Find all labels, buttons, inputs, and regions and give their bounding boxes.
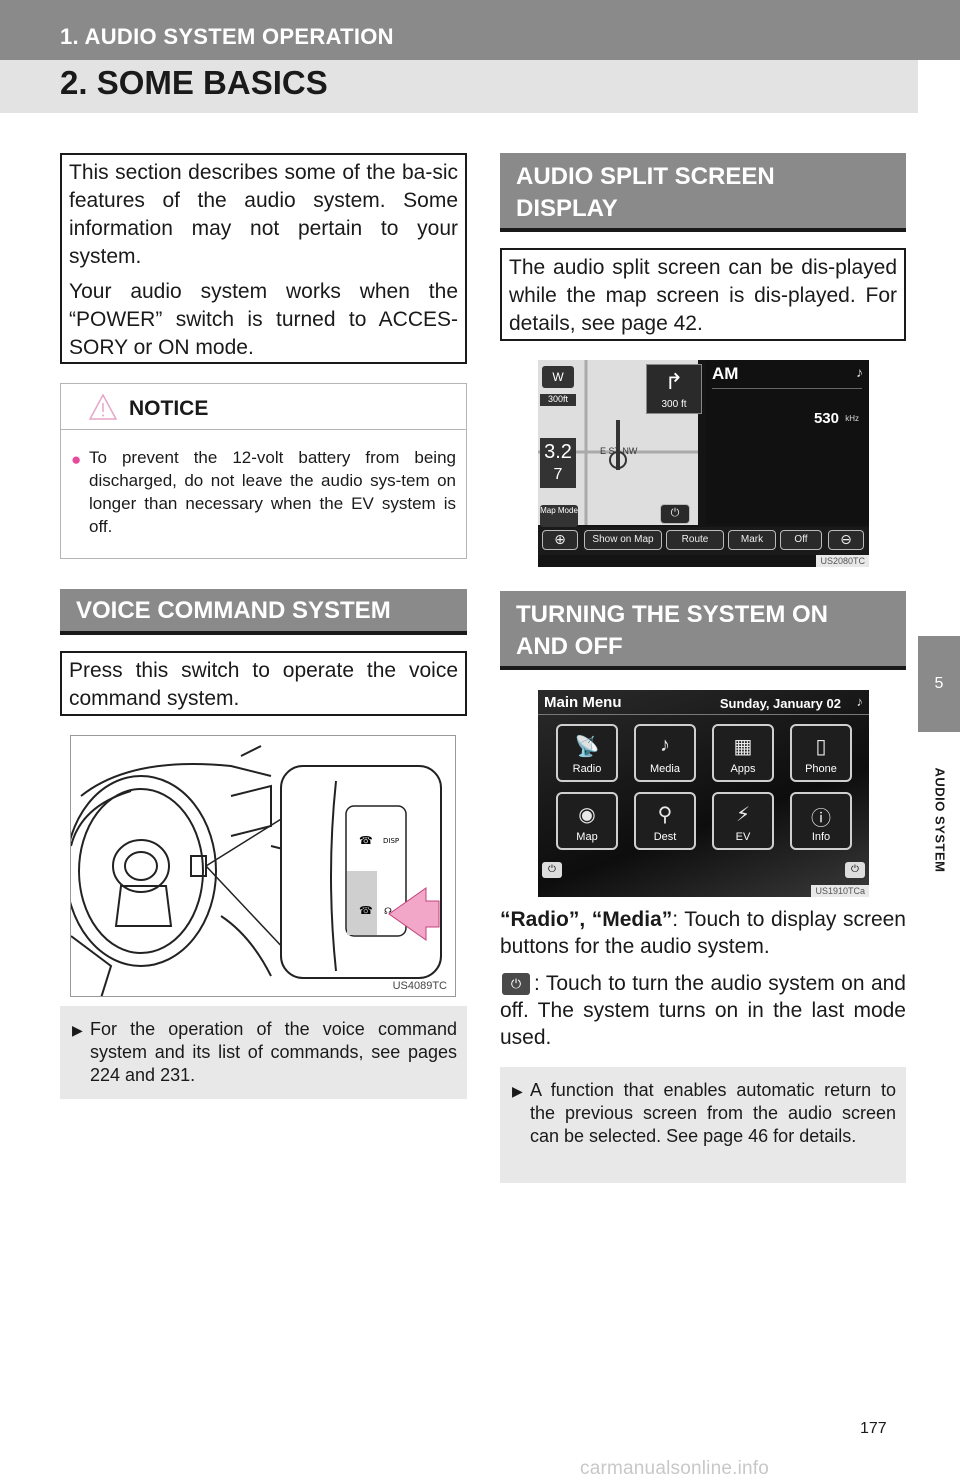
- compass-icon[interactable]: W: [542, 366, 574, 388]
- distance-readout: 3.2 7: [540, 438, 576, 488]
- section-title: 1. AUDIO SYSTEM OPERATION: [60, 24, 394, 49]
- map-scale: 300ft: [540, 394, 576, 406]
- power-description: : Touch to turn the audio system on and …: [500, 970, 906, 1051]
- map-mode-button[interactable]: Map Mode: [540, 505, 578, 527]
- music-note-icon: ♪: [856, 694, 864, 709]
- split-image-code: US2080TC: [816, 555, 869, 567]
- ev-icon: ⚡: [735, 804, 751, 826]
- turn-guidance: ↱ 300 ft: [646, 364, 702, 414]
- svg-text:☎: ☎: [359, 904, 373, 917]
- auto-return-note-text: A function that enables automatic return…: [530, 1080, 896, 1146]
- frequency-unit: kHz: [845, 414, 859, 423]
- svg-text:☊: ☊: [384, 907, 392, 917]
- route-button[interactable]: Route: [666, 530, 724, 550]
- map-icon: ◉: [578, 804, 596, 826]
- page-title: 2. SOME BASICS: [60, 64, 328, 101]
- chapter-tab-label: AUDIO SYSTEM: [932, 767, 948, 873]
- audio-split-heading: AUDIO SPLIT SCREEN DISPLAY: [500, 153, 906, 232]
- turning-on-off-heading: TURNING THE SYSTEM ON AND OFF: [500, 591, 906, 670]
- off-button[interactable]: Off: [780, 530, 822, 550]
- phone-icon: ▯: [815, 736, 827, 758]
- page-number: 177: [860, 1420, 887, 1437]
- power-text: : Touch to turn the audio system on and …: [500, 972, 906, 1049]
- main-menu-screen-image: Main Menu Sunday, January 02 ♪ 📡 Radio ♪…: [538, 690, 869, 897]
- audio-split-box: The audio split screen can be dis-played…: [500, 248, 906, 341]
- apps-icon: ▦: [733, 736, 753, 758]
- display-button-icon[interactable]: ⏻: [845, 862, 865, 878]
- radio-button[interactable]: 📡 Radio: [556, 724, 618, 782]
- info-button[interactable]: ⓘ Info: [790, 792, 852, 850]
- disp-switch-label: DISP: [383, 837, 399, 845]
- voice-command-heading: VOICE COMMAND SYSTEM: [60, 589, 467, 635]
- ev-button[interactable]: ⚡ EV: [712, 792, 774, 850]
- main-menu-title: Main Menu: [544, 694, 622, 711]
- steering-wheel-drawing: ☎ ☎ DISP ☊: [71, 745, 442, 996]
- section-header-bar: 1. AUDIO SYSTEM OPERATION: [0, 0, 960, 60]
- phone-button[interactable]: ▯ Phone: [790, 724, 852, 782]
- steering-wheel-illustration: ☎ ☎ DISP ☊ US4089TC: [70, 735, 456, 997]
- main-menu-date: Sunday, January 02: [719, 696, 841, 711]
- bullet-triangle-icon: ▶: [72, 1022, 83, 1038]
- power-button-icon[interactable]: ⏻: [542, 862, 562, 878]
- dest-button[interactable]: ⚲ Dest: [634, 792, 696, 850]
- apps-button[interactable]: ▦ Apps: [712, 724, 774, 782]
- voice-command-note: ▶ For the operation of the voice command…: [60, 1006, 467, 1099]
- warning-triangle-icon: [89, 394, 117, 420]
- zoom-in-icon[interactable]: ⊕: [542, 530, 578, 550]
- mark-button[interactable]: Mark: [728, 530, 776, 550]
- media-button[interactable]: ♪ Media: [634, 724, 696, 782]
- street-name: E ST NW: [600, 446, 638, 456]
- notice-label: NOTICE: [129, 397, 209, 420]
- illustration-code: US4089TC: [392, 980, 447, 992]
- intro-box: This section describes some of the ba-si…: [60, 153, 467, 364]
- auto-return-note: ▶ A function that enables automatic retu…: [500, 1067, 906, 1183]
- destination-icon: ⚲: [657, 804, 673, 826]
- bullet-dot-icon: ●: [71, 450, 82, 469]
- audio-band: AM: [712, 364, 739, 383]
- radio-media-term: “Radio”, “Media”: [500, 908, 673, 931]
- audio-area: AM ♪ 530 kHz: [706, 360, 869, 525]
- audio-split-text: The audio split screen can be dis-played…: [509, 256, 897, 335]
- show-on-map-button[interactable]: Show on Map: [584, 530, 662, 550]
- music-note-icon: ♪: [856, 364, 863, 380]
- page-title-bar: 2. SOME BASICS: [0, 60, 918, 113]
- voice-command-note-text: For the operation of the voice command s…: [90, 1019, 457, 1085]
- radio-media-text: : Touch to display screen buttons for th…: [500, 908, 906, 958]
- map-button[interactable]: ◉ Map: [556, 792, 618, 850]
- turn-distance: 300 ft: [661, 399, 687, 410]
- voice-command-text: Press this switch to operate the voice c…: [69, 659, 458, 710]
- intro-paragraph-1: This section describes some of the ba-si…: [69, 161, 458, 268]
- music-note-icon: ♪: [660, 734, 670, 756]
- info-icon: ⓘ: [811, 808, 831, 830]
- watermark: carmanualsonline.info: [580, 1458, 770, 1479]
- main-menu-image-code: US1910TCa: [811, 885, 869, 897]
- bullet-triangle-icon: ▶: [512, 1083, 523, 1099]
- split-screen-image: W 300ft 3.2 7 Map Mode E ST NW ↱ 300 ft …: [538, 360, 869, 567]
- radio-media-description: “Radio”, “Media”: Touch to display scree…: [500, 906, 906, 960]
- zoom-out-icon[interactable]: ⊖: [828, 530, 864, 550]
- power-button-icon[interactable]: ⏻: [660, 504, 690, 524]
- intro-paragraph-2: Your audio system works when the “POWER”…: [69, 280, 458, 359]
- power-button-icon: ⏻: [502, 973, 530, 995]
- notice-body: ● To prevent the 12-volt battery from be…: [71, 446, 456, 538]
- voice-command-box: Press this switch to operate the voice c…: [60, 651, 467, 716]
- notice-box: NOTICE ● To prevent the 12-volt battery …: [60, 383, 467, 559]
- notice-text: To prevent the 12-volt battery from bein…: [89, 448, 456, 536]
- radio-icon: 📡: [574, 736, 600, 758]
- svg-text:☎: ☎: [359, 834, 373, 847]
- chapter-tab-number: 5: [918, 636, 960, 732]
- notice-header: NOTICE: [61, 384, 466, 430]
- audio-frequency: 530: [813, 410, 839, 427]
- turn-arrow-icon: ↱: [664, 369, 684, 394]
